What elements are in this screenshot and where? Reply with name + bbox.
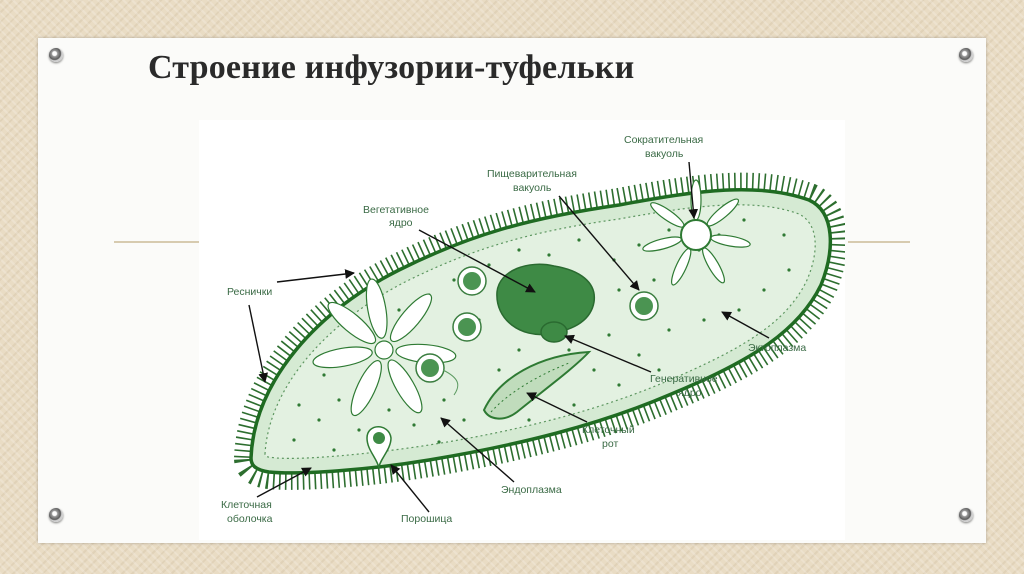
pin-top-left bbox=[49, 48, 63, 62]
cell-mouth bbox=[482, 350, 592, 420]
pin-top-right bbox=[959, 48, 973, 62]
label-cell-mouth: Клеточный bbox=[582, 424, 635, 436]
digestive-vacuoles bbox=[415, 266, 659, 383]
svg-text:оболочка: оболочка bbox=[227, 513, 273, 525]
pore bbox=[366, 426, 392, 469]
contractile-vacuole-right bbox=[642, 179, 751, 286]
label-digestive-vacuole: Пищеварительная bbox=[487, 168, 577, 180]
divider-left bbox=[114, 241, 238, 243]
label-endoplasm: Эндоплазма bbox=[501, 484, 562, 496]
label-cell-membrane: Клеточная bbox=[221, 499, 272, 511]
contractile-vacuole-left bbox=[312, 278, 457, 417]
label-generative-nucleus: Генеративное bbox=[650, 373, 718, 385]
label-pore: Порошица bbox=[401, 513, 452, 525]
slide-title: Строение инфузории-туфельки bbox=[148, 49, 635, 86]
label-cilia: Реснички bbox=[227, 286, 272, 298]
svg-text:вакуоль: вакуоль bbox=[645, 148, 684, 160]
divider-right bbox=[848, 241, 910, 243]
leader-arrows bbox=[248, 161, 770, 513]
generative-nucleus bbox=[540, 321, 568, 343]
svg-text:ядро: ядро bbox=[678, 387, 702, 399]
svg-text:ядро: ядро bbox=[389, 217, 413, 229]
pin-bottom-left bbox=[49, 508, 63, 522]
label-ectoplasm: Эктоплазма bbox=[748, 342, 806, 354]
pin-bottom-right bbox=[959, 508, 973, 522]
svg-text:рот: рот bbox=[602, 438, 618, 450]
vegetative-nucleus bbox=[496, 263, 595, 336]
label-contractile-vacuole: Сократительная bbox=[624, 134, 703, 146]
diagram-labels: Сократительная вакуоль Пищеварительная в… bbox=[221, 134, 806, 525]
svg-text:вакуоль: вакуоль bbox=[513, 182, 552, 194]
vacuole-trail bbox=[442, 369, 459, 396]
paramecium-diagram: Сократительная вакуоль Пищеварительная в… bbox=[199, 120, 845, 540]
label-vegetative-nucleus: Вегетативное bbox=[363, 204, 429, 216]
